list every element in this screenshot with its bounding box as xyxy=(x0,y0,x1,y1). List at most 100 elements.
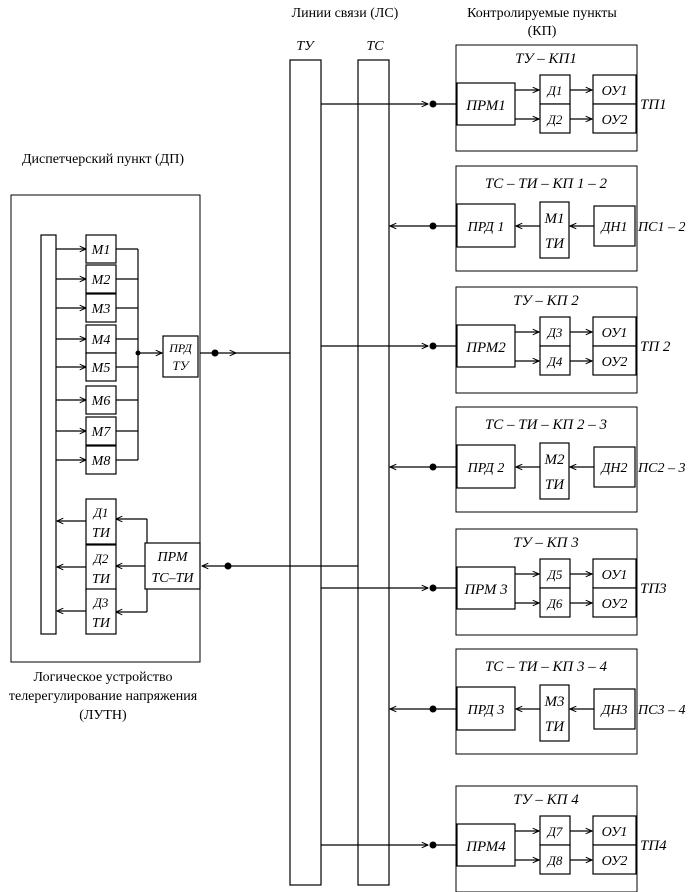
mod-junction-dot xyxy=(135,350,141,356)
kp-ou-top-box xyxy=(592,558,637,589)
kp-decoder-bottom-label: Д6 xyxy=(546,596,563,611)
kp-ts-frame xyxy=(455,648,638,755)
kp-receiver-label: ПРМ4 xyxy=(465,839,506,855)
kp-ou-top-label: ОУ1 xyxy=(602,84,628,99)
kp-modulator-top-label: М3 xyxy=(544,694,565,710)
kp-tu-title: ТУ – КП 3 xyxy=(513,535,578,551)
prd-tu-label-2: ТУ xyxy=(173,358,191,373)
tu-bus xyxy=(289,59,322,886)
kp-receiver-box xyxy=(456,566,516,610)
kp-receiver-box xyxy=(456,324,516,368)
modulator-label: М4 xyxy=(91,333,111,348)
kp-transmitter-box xyxy=(456,444,516,489)
kp-receiver-box xyxy=(456,823,516,867)
kp-ou-bottom-label: ОУ2 xyxy=(602,355,628,370)
kp-receiver-label: ПРМ2 xyxy=(465,340,506,356)
kp-transmitter-box xyxy=(456,686,516,731)
kp-ts-frame xyxy=(455,406,638,513)
lutn-caption-line2: телерегулирование напряжения xyxy=(9,689,198,704)
kp-tu-frame xyxy=(455,286,638,394)
kp-sensor-label: ДН1 xyxy=(599,220,627,235)
kp-tu-title: ТУ – КП 2 xyxy=(513,293,579,309)
lutn-caption-line1: Логическое устройство xyxy=(33,670,172,685)
modulator-label: М2 xyxy=(91,273,111,288)
kp-tu-side-label: ТП 2 xyxy=(640,339,671,355)
kp-header-line1: Контролируемые пункты xyxy=(467,6,617,21)
lines-header: Линии связи (ЛС) xyxy=(292,6,399,21)
decoder-label-top: Д3 xyxy=(92,595,109,610)
prm-tsti-label-1: ПРМ xyxy=(157,550,189,565)
kp-ou-top-box xyxy=(592,815,637,846)
kp-ou-bottom-label: ОУ2 xyxy=(602,854,628,869)
decoder-label-bottom: ТИ xyxy=(92,616,111,631)
kp-receiver-box xyxy=(456,82,516,126)
kp-decoder-top-label: Д1 xyxy=(546,83,563,98)
kp-transmitter-box xyxy=(456,203,516,248)
kp-ts-title: ТС – ТИ – КП 1 – 2 xyxy=(485,176,608,192)
kp-decoder-top-label: Д7 xyxy=(546,824,563,839)
kp-decoder-top-box xyxy=(539,815,571,846)
modulator-label: М1 xyxy=(91,243,111,258)
modulator-box xyxy=(85,385,117,415)
kp-tu-frame xyxy=(455,528,638,636)
kp-ou-bottom-box xyxy=(592,587,637,618)
decoder-label-bottom: ТИ xyxy=(92,572,111,587)
kp-decoder-bottom-box xyxy=(539,587,571,618)
kp-ou-bottom-label: ОУ2 xyxy=(602,597,628,612)
kp-decoder-top-label: Д3 xyxy=(546,325,563,340)
kp-tu-title: ТУ – КП1 xyxy=(515,51,577,67)
kp-decoder-bottom-label: Д8 xyxy=(546,853,563,868)
kp-transmitter-label: ПРД 3 xyxy=(467,703,505,718)
kp-decoder-bottom-label: Д2 xyxy=(546,112,563,127)
kp-transmitter-label: ПРД 2 xyxy=(467,461,505,476)
kp-ts-frame xyxy=(455,165,638,272)
modulator-label: М7 xyxy=(91,425,112,440)
modulator-box xyxy=(85,264,117,294)
kp-sensor-box xyxy=(593,446,636,488)
kp-decoder-bottom-box xyxy=(539,844,571,875)
kp-tu-title: ТУ – КП 4 xyxy=(513,792,579,808)
modulator-label: М3 xyxy=(91,302,111,317)
kp-ou-bottom-box xyxy=(592,844,637,875)
kp-sensor-label: ДН2 xyxy=(599,461,627,476)
kp-tu-side-label: ТП4 xyxy=(640,838,667,854)
kp-ou-bottom-label: ОУ2 xyxy=(602,113,628,128)
prm-tsti-box xyxy=(144,542,201,590)
kp-modulator-box xyxy=(539,684,570,742)
kp-ts-title: ТС – ТИ – КП 2 – 3 xyxy=(485,417,607,433)
lutn-caption-line3: (ЛУТН) xyxy=(79,708,127,723)
prd-tu-label-1: ПРД xyxy=(168,341,193,355)
modulator-label: М8 xyxy=(91,454,111,469)
modulator-box xyxy=(85,352,117,382)
kp-modulator-box xyxy=(539,442,570,500)
kp-modulator-top-label: М2 xyxy=(544,452,565,468)
decoder-label-top: Д1 xyxy=(92,505,109,520)
kp-ou-top-label: ОУ1 xyxy=(602,326,628,341)
kp-ou-bottom-box xyxy=(592,345,637,376)
kp-ts-title: ТС – ТИ – КП 3 – 4 xyxy=(485,659,608,675)
decoder-label-top: Д2 xyxy=(92,551,109,566)
prm-tsti-label-2: ТС–ТИ xyxy=(151,571,194,586)
modulator-box xyxy=(85,445,117,475)
prd-tu-out-dot xyxy=(211,349,219,357)
kp-tu-side-label: ТП3 xyxy=(640,581,667,597)
kp-modulator-bottom-label: ТИ xyxy=(545,236,565,252)
kp-tu-frame xyxy=(455,44,638,152)
modulator-label: М6 xyxy=(91,394,111,409)
kp-ts-side-label: ПС2 – 3 xyxy=(637,461,685,476)
ts-bus-label: ТС xyxy=(366,39,384,54)
kp-tu-frame xyxy=(455,785,638,892)
kp-sensor-label: ДН3 xyxy=(599,703,627,718)
modulator-box xyxy=(85,416,117,446)
kp-modulator-top-label: М1 xyxy=(544,211,565,227)
